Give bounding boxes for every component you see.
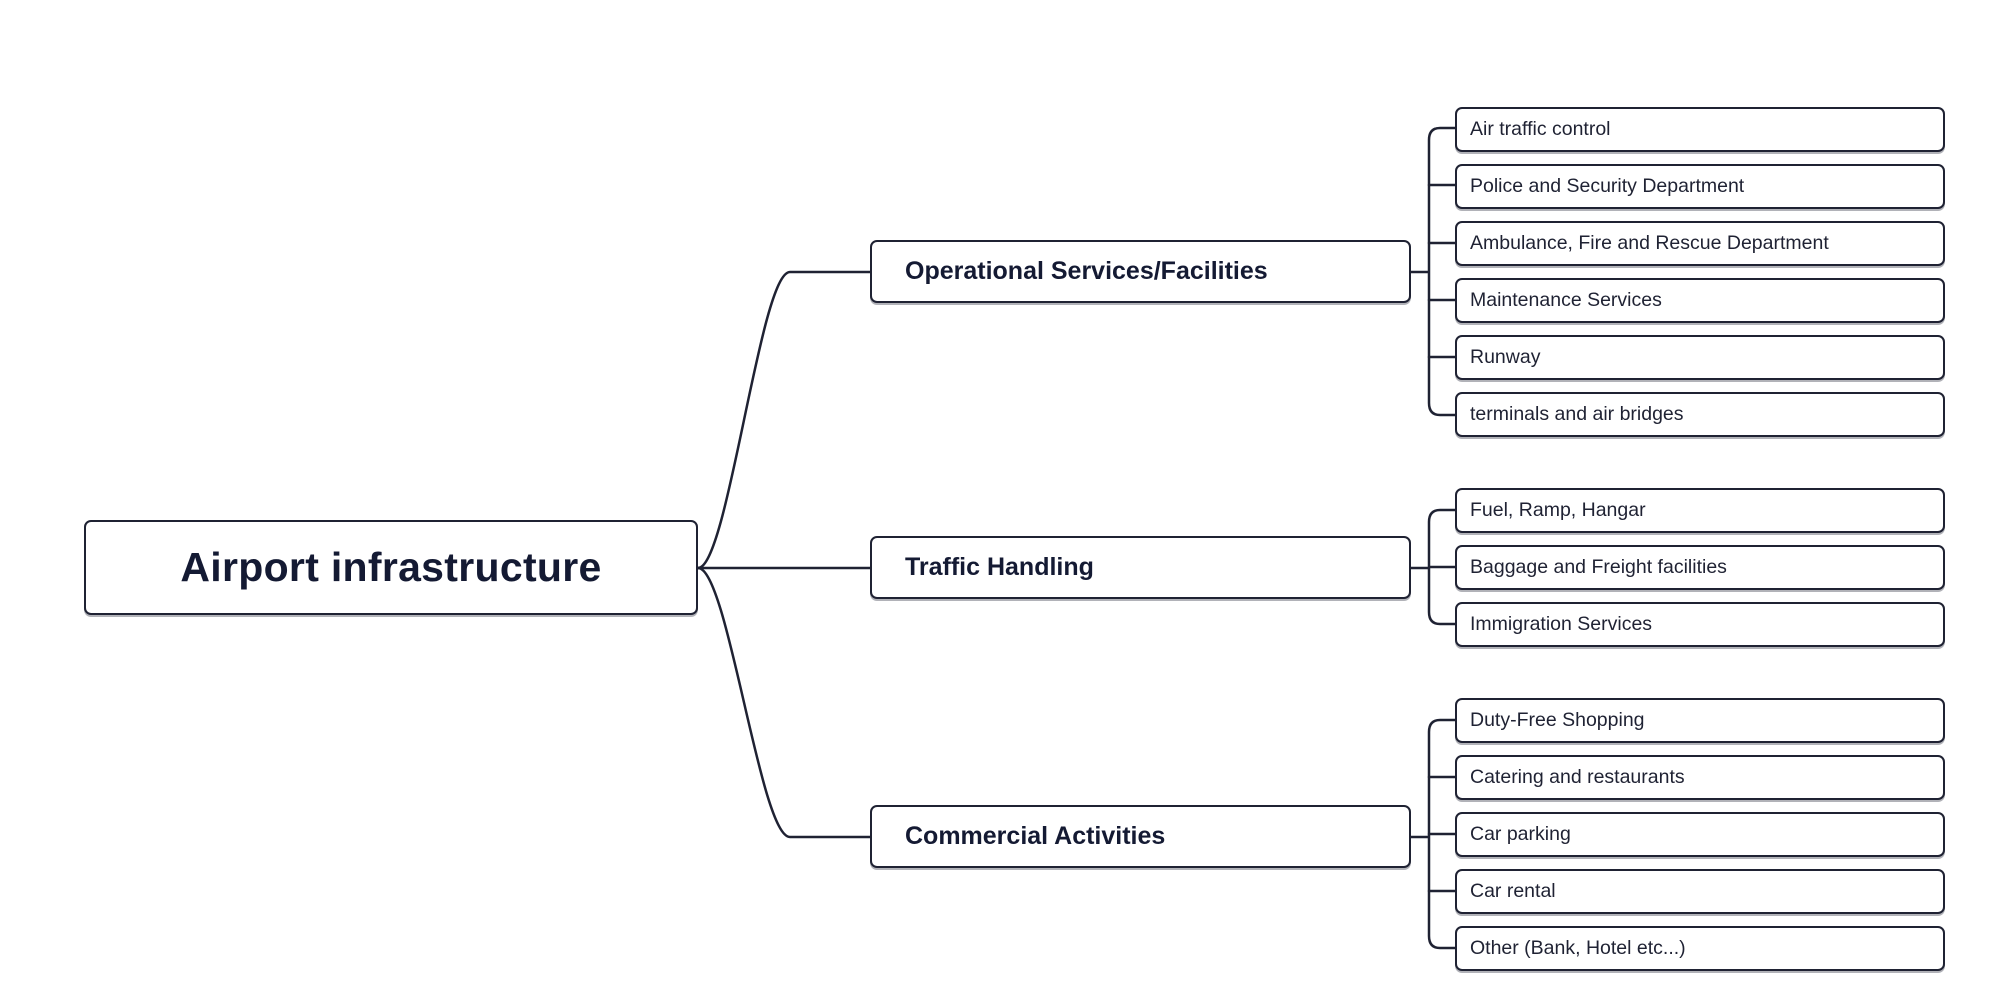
connector-traffic-trunk xyxy=(1409,508,1457,626)
connector-operational-leaves xyxy=(1427,183,1457,359)
branch-label: Traffic Handling xyxy=(905,553,1094,581)
leaf-car-parking: Car parking xyxy=(1455,812,1945,857)
leaf-label: Air traffic control xyxy=(1470,118,1611,140)
leaf-maintenance-services: Maintenance Services xyxy=(1455,278,1945,323)
leaf-label: Car rental xyxy=(1470,880,1556,902)
leaf-label: Fuel, Ramp, Hangar xyxy=(1470,499,1646,521)
leaf-label: Police and Security Department xyxy=(1470,175,1745,197)
leaf-label: Runway xyxy=(1470,346,1541,368)
leaf-label: Immigration Services xyxy=(1470,613,1653,635)
branch-traffic-handling: Traffic Handling xyxy=(870,536,1411,599)
leaf-ambulance-fire-rescue: Ambulance, Fire and Rescue Department xyxy=(1455,221,1945,266)
root-label: Airport infrastructure xyxy=(180,544,602,590)
connector-commercial-trunk xyxy=(1409,718,1457,950)
connector-root-operational xyxy=(696,270,872,570)
leaf-car-rental: Car rental xyxy=(1455,869,1945,914)
leaf-label: Other (Bank, Hotel etc...) xyxy=(1470,937,1686,959)
branch-commercial-activities: Commercial Activities xyxy=(870,805,1411,868)
leaf-label: Duty-Free Shopping xyxy=(1470,709,1645,731)
connector-commercial-leaves xyxy=(1427,775,1457,893)
leaf-duty-free-shopping: Duty-Free Shopping xyxy=(1455,698,1945,743)
leaf-air-traffic-control: Air traffic control xyxy=(1455,107,1945,152)
leaf-label: Baggage and Freight facilities xyxy=(1470,556,1727,578)
leaf-label: Catering and restaurants xyxy=(1470,766,1685,788)
connector-operational-trunk xyxy=(1409,126,1457,417)
leaf-fuel-ramp-hangar: Fuel, Ramp, Hangar xyxy=(1455,488,1945,533)
leaf-police-security: Police and Security Department xyxy=(1455,164,1945,209)
leaf-other-bank-hotel: Other (Bank, Hotel etc...) xyxy=(1455,926,1945,971)
leaf-label: Car parking xyxy=(1470,823,1571,845)
leaf-immigration-services: Immigration Services xyxy=(1455,602,1945,647)
leaf-label: Ambulance, Fire and Rescue Department xyxy=(1470,232,1829,254)
leaf-runway: Runway xyxy=(1455,335,1945,380)
leaf-baggage-freight: Baggage and Freight facilities xyxy=(1455,545,1945,590)
leaf-label: Maintenance Services xyxy=(1470,289,1662,311)
branch-label: Operational Services/Facilities xyxy=(905,257,1268,285)
branch-operational-services: Operational Services/Facilities xyxy=(870,240,1411,303)
leaf-catering-restaurants: Catering and restaurants xyxy=(1455,755,1945,800)
leaf-label: terminals and air bridges xyxy=(1470,403,1684,425)
root-node: Airport infrastructure xyxy=(84,520,698,615)
connector-root-commercial xyxy=(696,566,872,839)
branch-label: Commercial Activities xyxy=(905,822,1166,850)
leaf-terminals-air-bridges: terminals and air bridges xyxy=(1455,392,1945,437)
